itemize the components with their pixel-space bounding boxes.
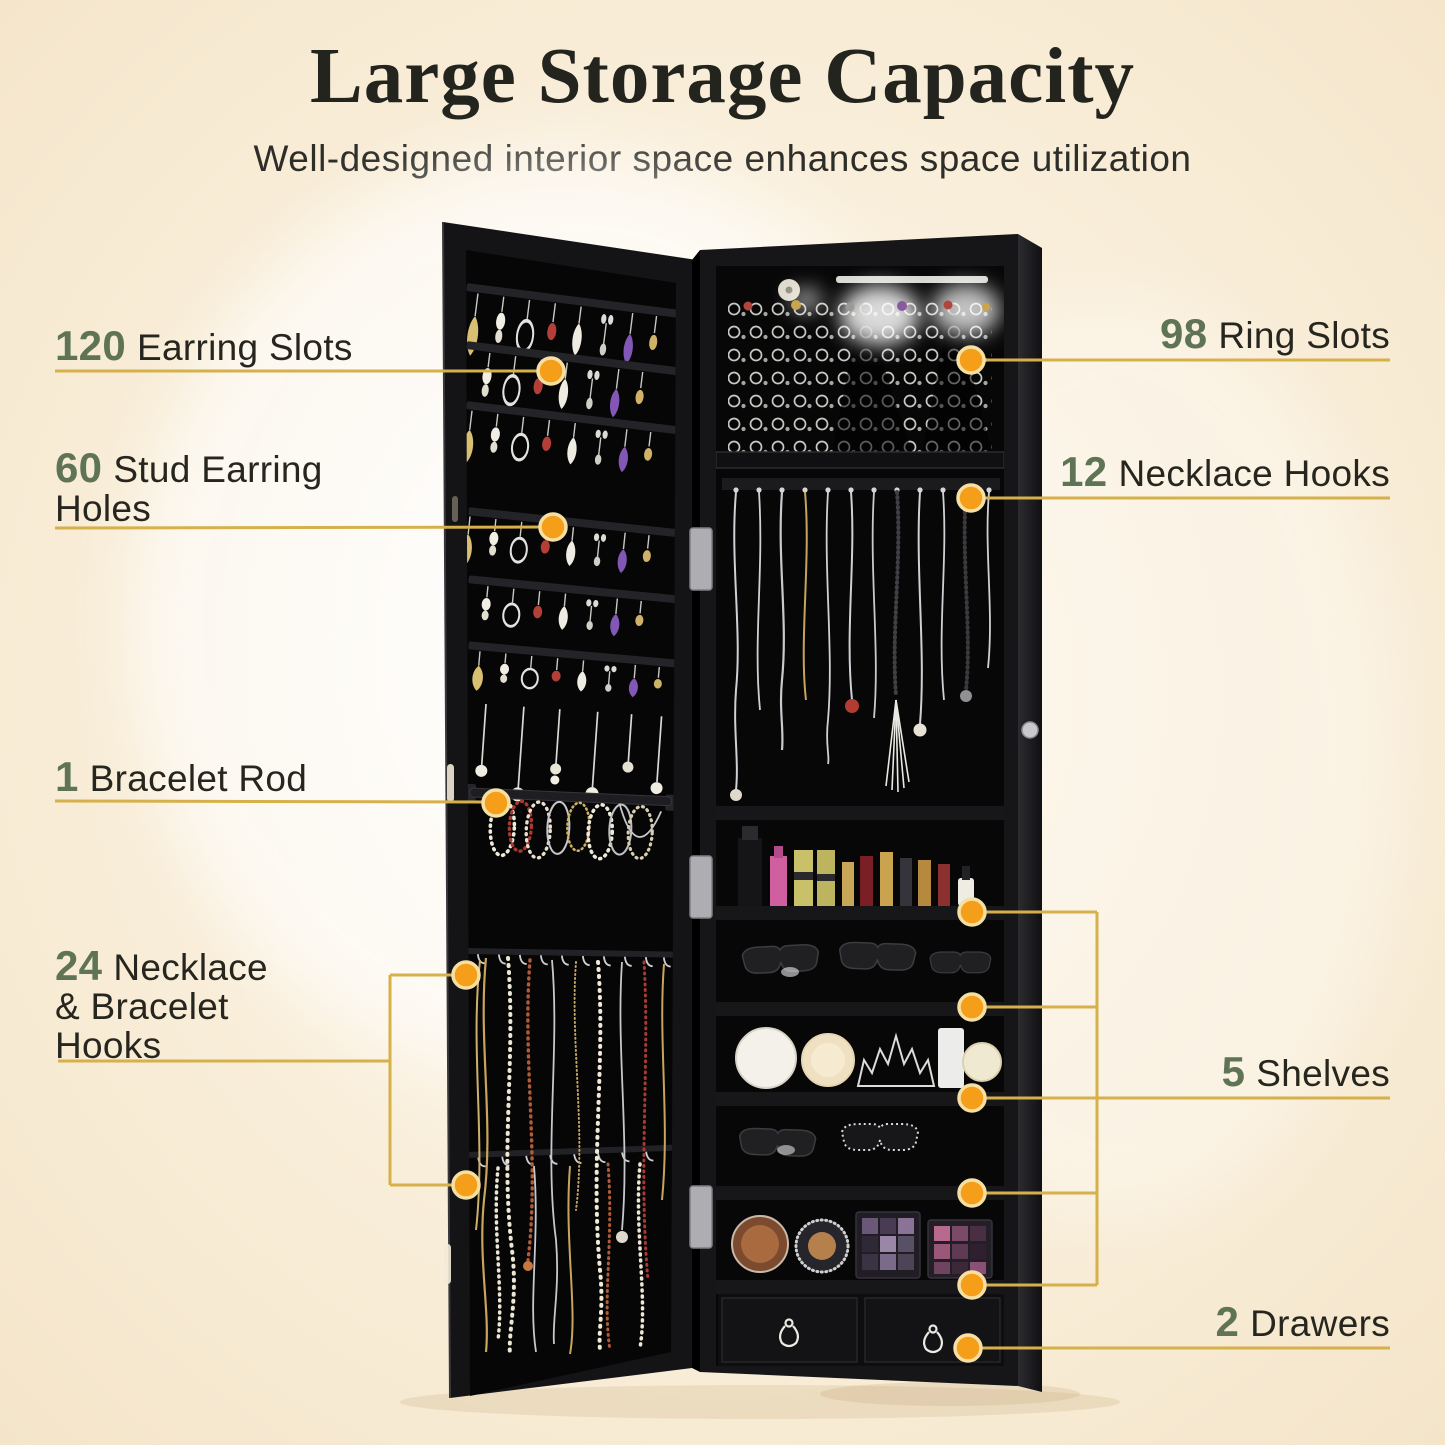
tiara xyxy=(856,1032,936,1087)
callout-dot-hooks-top xyxy=(451,960,481,990)
bracelet-rod-text: Bracelet Rod xyxy=(89,758,308,799)
stud-earring-holes-count: 60 xyxy=(55,444,103,491)
callout-dot-necklace-hooks xyxy=(956,483,986,513)
cabinet-body xyxy=(689,234,1042,1392)
callout-dot-drawers xyxy=(953,1333,983,1363)
callout-dot-stud-earring-holes xyxy=(538,512,568,542)
callout-dot-shelf-2 xyxy=(957,992,987,1022)
hinges xyxy=(689,527,713,1249)
necklace-hooks-count: 12 xyxy=(1060,448,1108,495)
necklace-panel xyxy=(722,478,1000,801)
sunglasses-row-1 xyxy=(741,941,992,977)
shelves-count: 5 xyxy=(1221,1048,1246,1095)
callout-lines xyxy=(54,358,1390,1350)
bracelet-rod xyxy=(466,783,676,861)
shelves-text: Shelves xyxy=(1256,1053,1390,1094)
callout-dot-bracelet-rod xyxy=(481,788,511,818)
necklace-bracelet-hooks-text: Necklace & Bracelet Hooks xyxy=(55,947,268,1066)
cabinet-contents xyxy=(716,276,1004,1366)
ring-slots-count: 98 xyxy=(1160,310,1208,357)
callout-dots xyxy=(451,345,987,1363)
drawers xyxy=(718,1294,1004,1366)
callout-dot-shelf-3 xyxy=(957,1083,987,1113)
callout-dot-ring-slots xyxy=(956,345,986,375)
makeup-shelf xyxy=(731,1211,993,1279)
earring-slots-count: 120 xyxy=(55,322,126,369)
drawers-text: Drawers xyxy=(1250,1303,1390,1344)
floor-shadow xyxy=(400,1385,1120,1419)
ring-slots-text: Ring Slots xyxy=(1218,315,1390,356)
stud-earring-holes-text: Stud Earring Holes xyxy=(55,449,323,530)
door-necklaces xyxy=(475,956,666,1358)
page-title: Large Storage Capacity xyxy=(310,33,1135,120)
page-subtitle: Well-designed interior space enhances sp… xyxy=(253,138,1192,179)
hook-row-2 xyxy=(466,1144,675,1168)
door-contents xyxy=(466,283,676,1358)
ring-panel xyxy=(728,276,1000,452)
tassel-pendant xyxy=(885,699,910,793)
sunglasses-row-2 xyxy=(738,1123,920,1158)
necklace-hooks-text: Necklace Hooks xyxy=(1118,453,1390,494)
callout-dot-hooks-bottom xyxy=(451,1170,481,1200)
callout-dot-shelf-1 xyxy=(957,897,987,927)
bracelet-rod-count: 1 xyxy=(55,753,79,800)
floor-shadow-2 xyxy=(820,1382,1080,1406)
necklace-bracelet-hooks-count: 24 xyxy=(55,942,103,989)
callout-dot-shelf-5 xyxy=(957,1270,987,1300)
drawers-count: 2 xyxy=(1215,1298,1240,1345)
containers-shelf xyxy=(735,1027,1002,1089)
hook-row-1 xyxy=(467,948,676,968)
callout-dot-shelf-4 xyxy=(957,1178,987,1208)
cabinet-door xyxy=(442,221,697,1399)
cosmetics-shelf xyxy=(738,826,974,906)
door-knob xyxy=(1021,721,1039,739)
dangle-earrings xyxy=(475,703,663,802)
callout-dot-earring-slots xyxy=(536,356,566,386)
earring-slots-text: Earring Slots xyxy=(136,327,353,368)
